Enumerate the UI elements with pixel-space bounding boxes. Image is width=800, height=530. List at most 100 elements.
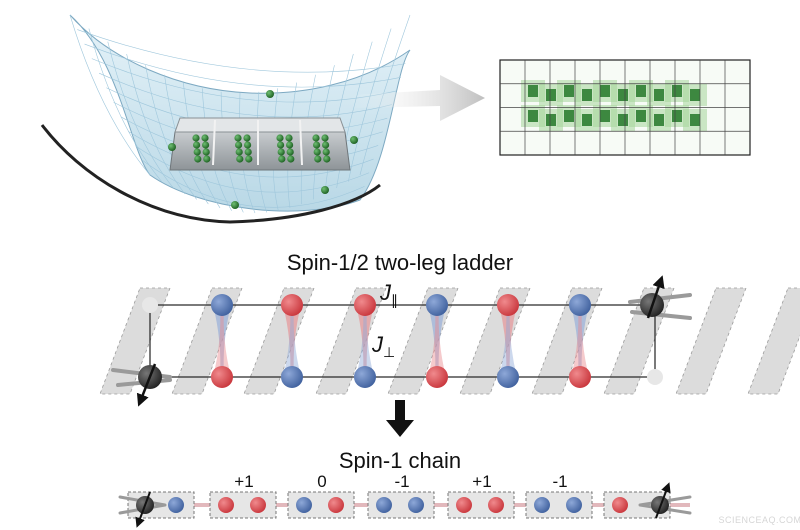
perp-bond	[213, 305, 231, 377]
chain-spin-blue	[296, 497, 312, 513]
trapped-atom	[244, 141, 252, 149]
ladder-rung-band	[531, 287, 603, 395]
trap-grid-line	[135, 145, 370, 193]
trapped-atom	[321, 134, 329, 142]
perp-bond	[356, 305, 374, 377]
perp-bond	[356, 305, 374, 377]
chain-spin-blue	[168, 497, 184, 513]
trap-grid-line	[88, 28, 162, 182]
chain-spin-blue	[566, 497, 582, 513]
free-atoms	[168, 90, 358, 209]
chain-spin-red	[488, 497, 504, 513]
trapped-atom	[234, 134, 242, 142]
spin-site-red	[281, 294, 303, 316]
coupling-perp-label: J⊥	[371, 332, 395, 360]
chain-value-label: 0	[317, 472, 326, 491]
perp-bond	[213, 305, 231, 377]
perp-bond	[428, 305, 446, 377]
perp-bond	[499, 305, 517, 377]
ladder-rung-band	[459, 287, 531, 395]
fluorescence-spot	[600, 85, 610, 97]
free-atom	[266, 90, 274, 98]
trapped-atom	[322, 141, 330, 149]
perp-bond	[571, 305, 589, 377]
trapped-atom	[286, 148, 294, 156]
trapped-atom	[287, 155, 295, 163]
trapped-atom	[192, 134, 200, 142]
trapped-atom	[236, 155, 244, 163]
spin-site-red	[426, 366, 448, 388]
chain-spin-red	[328, 497, 344, 513]
ladder-frame	[149, 304, 656, 378]
trap-grid-line	[336, 41, 373, 189]
spin-site-blue	[426, 294, 448, 316]
chain-edge-right	[638, 482, 692, 519]
chain-title: Spin-1 chain	[339, 448, 461, 473]
fluorescence-spot	[546, 114, 556, 126]
ladder-corner-site	[142, 297, 158, 313]
fluorescence-spot	[528, 110, 538, 122]
spin-site-blue	[354, 366, 376, 388]
chain-spin-red	[250, 497, 266, 513]
spin-site-blue	[211, 294, 233, 316]
trap-grid-line	[69, 14, 151, 176]
trapped-atom	[201, 134, 209, 142]
perp-bond	[571, 305, 589, 377]
ladder-diagram: J∥ J⊥	[99, 275, 800, 407]
trapped-atom	[313, 148, 321, 156]
mapping-arrow	[386, 400, 414, 437]
fluorescence-spot	[618, 89, 628, 101]
fluorescence-spot	[600, 110, 610, 122]
fluorescence-spot	[546, 89, 556, 101]
free-atom	[321, 186, 329, 194]
trap-rim	[40, 124, 381, 224]
spin-site-red	[354, 294, 376, 316]
trapped-atom	[277, 141, 285, 149]
chain-spin-blue	[376, 497, 392, 513]
chain-spin-blue	[408, 497, 424, 513]
chain-value-label: -1	[394, 472, 409, 491]
trapped-atom	[245, 155, 253, 163]
spin-site-red	[497, 294, 519, 316]
fluorescence-spot	[564, 110, 574, 122]
chain-spin-red	[218, 497, 234, 513]
trapped-atom	[313, 141, 321, 149]
spin-site-red	[569, 366, 591, 388]
trapped-atom	[203, 155, 211, 163]
chain-value-label: -1	[552, 472, 567, 491]
fluorescence-spot	[690, 114, 700, 126]
trapped-atom	[285, 134, 293, 142]
trapped-atom	[193, 141, 201, 149]
fluorescence-spot	[690, 89, 700, 101]
fluorescence-spot	[654, 89, 664, 101]
fluorescence-spot	[636, 85, 646, 97]
edge-spin-left	[111, 363, 172, 407]
free-atom	[168, 143, 176, 151]
chain-spin-red	[456, 497, 472, 513]
spin-site-blue	[569, 294, 591, 316]
trapped-atom	[323, 155, 331, 163]
fluorescence-spot	[582, 89, 592, 101]
perp-bond	[428, 305, 446, 377]
trapped-atom	[235, 141, 243, 149]
perp-bond	[499, 305, 517, 377]
free-atom	[231, 201, 239, 209]
edge-spin-right	[628, 275, 692, 320]
trap-box	[169, 117, 351, 171]
imaging-arrow	[350, 75, 485, 121]
free-atom	[350, 136, 358, 144]
trapped-atom	[244, 148, 252, 156]
ladder-rung-band	[747, 287, 800, 395]
ladder-rung-band	[675, 287, 747, 395]
ladder-corner-site	[647, 369, 663, 385]
trapped-atom	[312, 134, 320, 142]
fluorescence-spot	[528, 85, 538, 97]
fluorescence-spot	[672, 85, 682, 97]
ladder-title: Spin-1/2 two-leg ladder	[287, 250, 513, 275]
trapped-atom	[314, 155, 322, 163]
trap-grid-line	[348, 28, 392, 182]
trapped-atom	[194, 155, 202, 163]
ladder-rung-band	[99, 287, 171, 395]
chain-value-label: +1	[234, 472, 253, 491]
